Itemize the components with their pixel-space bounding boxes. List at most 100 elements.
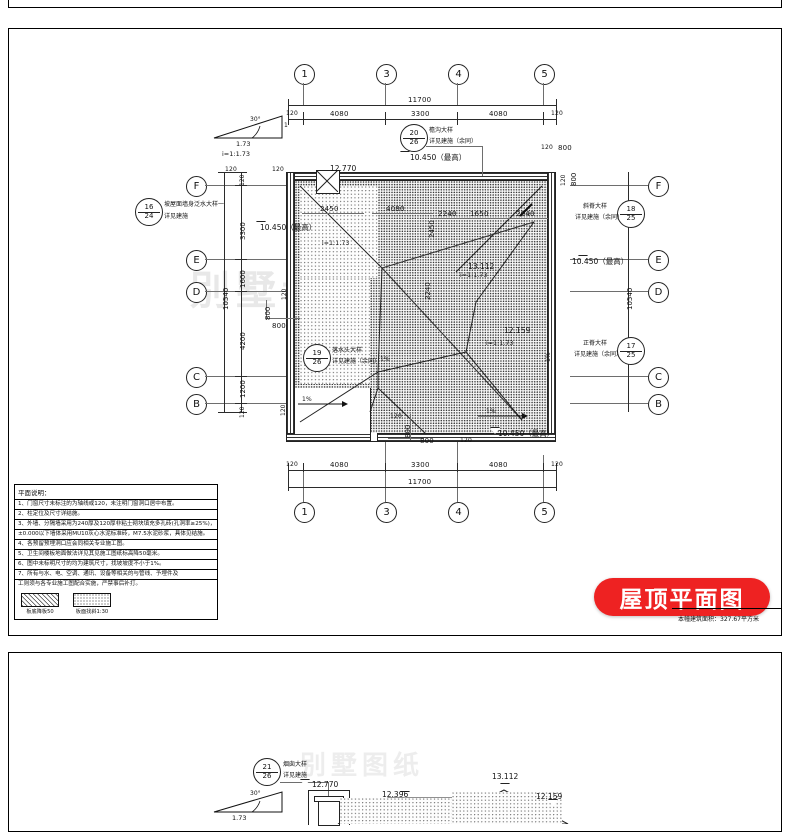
dim-top-overall: 11700: [408, 96, 432, 104]
dim-offset-800a: 800: [272, 322, 286, 330]
legend-item: 板底降板50: [21, 592, 59, 615]
note-line: 1、门窗尺寸未标注的为轴线或120，未注明门窗洞口居中布置。: [15, 500, 217, 510]
callout-divider: [403, 137, 425, 139]
slope-ratio-inner-1: i=1:1.73: [322, 240, 350, 247]
callout-divider: [620, 350, 642, 352]
dim-offset-120a: 120: [281, 288, 288, 300]
notes-legend: 板底降板50 板面找斜1:30: [15, 589, 217, 615]
elev-level-12396: 12.396: [382, 790, 409, 799]
elevation-triangle-left: [256, 222, 266, 228]
dim-left-120a: 120: [239, 174, 246, 186]
slope-run-label: 1.73: [236, 140, 251, 148]
callout-19-26[interactable]: 19 26: [303, 344, 331, 372]
dim-top-3300: 3300: [411, 110, 430, 118]
grid-bubble-bottom-5: 5: [534, 502, 555, 523]
grid-bubble-left-B: B: [186, 394, 207, 415]
callout-20-26-bottom: 26: [409, 138, 419, 146]
elev-triangle-12770: [300, 780, 310, 786]
slope-triangle-icon: [213, 115, 283, 139]
dim-right-overall: 10540: [626, 287, 634, 310]
grid-bubble-left-F: F: [186, 176, 207, 197]
slope-ratio-label: i=1:1.73: [222, 150, 251, 158]
dim-tl-120: 120: [225, 166, 238, 173]
callout-20-26-line1: 檐沟大样: [429, 127, 454, 134]
gutter-arrow-left-icon: [298, 401, 348, 407]
elevation-roof-hatch-a: [340, 798, 452, 824]
grid-bubble-top-5: 5: [534, 64, 555, 85]
callout-16-24-bottom: 24: [144, 212, 154, 220]
elev-level-12770: 12.770: [312, 780, 339, 789]
callout-21-26-top: 21: [262, 762, 272, 771]
grid-bubble-top-4: 4: [448, 64, 469, 85]
callout-19-26-bottom: 26: [312, 358, 322, 366]
callout-divider: [306, 357, 328, 359]
callout-19-26-line2: 详见建施（余同）: [332, 358, 381, 365]
callout-divider: [620, 213, 642, 215]
dim-bottom-120b: 120: [551, 461, 564, 468]
callout-19-26-top: 19: [312, 348, 322, 357]
dim-tr-v-800: 800: [570, 172, 578, 186]
dim-bottom-120a: 120: [286, 461, 299, 468]
chimney-cross-icon: [316, 170, 338, 192]
dim-top-120b: 120: [551, 110, 564, 117]
dim-bl-120: 120: [280, 404, 287, 416]
callout-divider: [256, 771, 278, 773]
elev-level-12159: 12.159: [536, 792, 563, 801]
callout-21-26-line1: 烟囱大样: [283, 761, 308, 768]
callout-17-25-line2: 详见建施（余同）: [574, 351, 623, 358]
callout-21-26[interactable]: 21 26: [253, 758, 281, 786]
elev-triangle-13112: [500, 784, 510, 790]
level-eave-top: 10.450（最高）: [410, 153, 467, 162]
callout-18-25-top: 18: [626, 204, 636, 213]
dim-tr-800: 800: [558, 144, 572, 152]
dim-top-4080b: 4080: [489, 110, 508, 118]
slope-symbol: [212, 108, 286, 148]
note-line: 5、卫生间楼板地面做法详见其见施工图纸标高降50毫米。: [15, 550, 217, 560]
note-line: 6、图中未标明尺寸的均为建筑尺寸，找坡坡度不小于1%。: [15, 560, 217, 570]
elevation-triangle-right: [578, 256, 588, 262]
dim-tl-120b: 120: [272, 166, 285, 173]
grid-bubble-right-C: C: [648, 367, 669, 388]
callout-17-25-top: 17: [626, 341, 636, 350]
dim-offset-120c: 120: [390, 413, 403, 420]
building-area-note: 本幢建筑面积：327.67平方米: [678, 616, 759, 623]
grid-bubble-bottom-3: 3: [376, 502, 397, 523]
frame-sliver-top: [8, 0, 782, 8]
dim-top-120a: 120: [286, 110, 299, 117]
plan-notes-block: 平面说明： 1、门窗尺寸未标注的为轴线或120，未注明门窗洞口居中布置。 2、柱…: [14, 484, 218, 620]
note-line: 工则须与各专业施工图配合实施，严禁事后补打。: [18, 580, 142, 587]
grid-bubble-right-B: B: [648, 394, 669, 415]
level-eave-left: 10.450（最高）: [260, 223, 317, 232]
callout-20-26[interactable]: 20 26: [400, 124, 428, 152]
dim-left-3300: 3300: [239, 222, 247, 240]
roof-ridge-hip-lines: [299, 185, 543, 435]
elev-level-13112: 13.112: [492, 772, 519, 781]
slope-angle-label: 30°: [250, 116, 261, 123]
callout-17-25-bottom: 25: [626, 351, 636, 359]
dim-inner-1650: 1650: [470, 210, 489, 218]
level-hip-c: 12.159: [504, 326, 531, 335]
dim-offset-800d: 800: [420, 437, 434, 445]
roof-notch-void: [295, 388, 371, 434]
callout-divider: [138, 211, 160, 213]
dim-top-4080a: 4080: [330, 110, 349, 118]
elev-triangle-12159: [548, 800, 558, 806]
callout-18-25[interactable]: 18 25: [617, 200, 645, 228]
gutter-slope-bottom: 1%: [486, 408, 496, 415]
callout-21-26-line2: 详见建施: [283, 772, 308, 779]
roof-eave-bottom: [286, 433, 556, 442]
slope-symbol-bottom: [212, 782, 286, 820]
slope-run-label-bottom: 1.73: [232, 814, 247, 822]
dim-left-1600: 1600: [239, 270, 247, 288]
slope-rise-label: 1: [284, 122, 288, 129]
level-eave-bottom: 10.450（最高）: [498, 429, 555, 438]
gutter-arrow-bottom-icon: [478, 413, 528, 419]
dim-offset-120b: 120: [460, 437, 473, 444]
slope-triangle-icon: [213, 791, 283, 813]
grid-bubble-bottom-1: 1: [294, 502, 315, 523]
notes-body: 1、门窗尺寸未标注的为轴线或120，未注明门窗洞口居中布置。 2、柱定位及尺寸详…: [15, 500, 217, 619]
callout-16-24[interactable]: 16 24: [135, 198, 163, 226]
callout-16-24-top: 16: [144, 202, 154, 211]
callout-17-25[interactable]: 17 25: [617, 337, 645, 365]
